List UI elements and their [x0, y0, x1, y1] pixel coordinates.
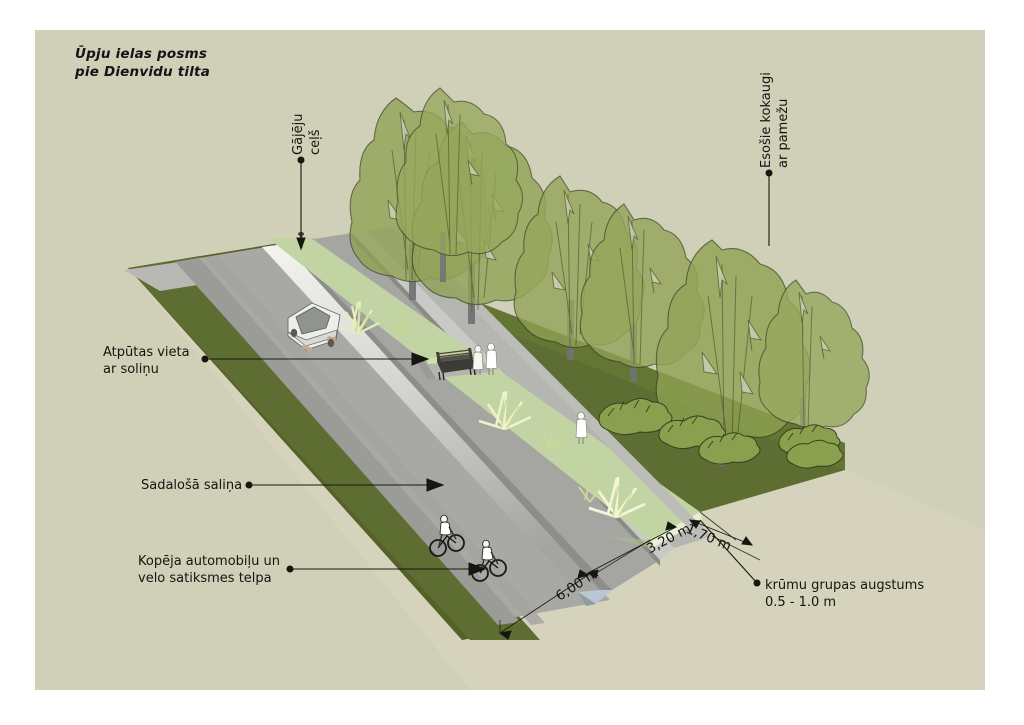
callout-median-island-line1: Sadalošā saliņa — [141, 478, 243, 493]
callout-pedestrian-path-line1: Gājēju — [291, 113, 306, 155]
car — [287, 302, 341, 352]
bench — [436, 348, 477, 381]
leader-lines — [201, 156, 773, 587]
grass-tuft — [578, 477, 603, 503]
page-title: Ūpju ielas posms pie Dienvidu tilta — [75, 45, 210, 81]
cyclist — [471, 539, 507, 582]
grass-tuft — [391, 313, 415, 334]
grass-tufts — [338, 300, 646, 519]
title-line-1: Ūpju ielas posms — [75, 46, 208, 62]
tree-row — [349, 87, 870, 466]
shrub-clumps — [598, 398, 844, 469]
callout-shrub-height-line1: krūmu grupas augstums — [765, 578, 925, 593]
callout-rest-area-line1: Atpūtas vieta — [103, 345, 190, 360]
cyclist — [429, 514, 465, 557]
grass-tuft — [478, 390, 532, 431]
title-line-2: pie Dienvidu tilta — [75, 64, 211, 81]
callout-median-island: Sadalošā saliņa — [141, 477, 242, 494]
shrub-clump — [598, 398, 673, 436]
shrub-clump — [786, 439, 844, 469]
tree — [758, 279, 870, 442]
pedestrian — [575, 411, 588, 444]
callout-shrub-height-line2: 0.5 - 1.0 m — [765, 595, 837, 611]
callout-pedestrian-path: Gājēju ceļš — [290, 113, 324, 155]
callout-shrub-height: krūmu grupas augstums 0.5 - 1.0 m — [765, 577, 924, 611]
callout-existing-trees: Esošie kokaugi ar pamežu — [758, 72, 792, 168]
cyclists — [429, 514, 507, 582]
callout-pedestrian-path-line2: ceļš — [308, 129, 324, 155]
pedestrian — [472, 345, 484, 375]
callout-existing-trees-line1: Esošie kokaugi — [759, 72, 774, 168]
callout-shared-space-line1: Kopēja automobiļu un — [138, 554, 280, 569]
grass-tuft — [588, 476, 646, 519]
carriageway — [175, 245, 610, 625]
shrub-clump — [698, 432, 761, 465]
callout-shared-space: Kopēja automobiļu un velo satiksmes telp… — [138, 553, 280, 587]
tree — [395, 87, 524, 282]
pedestrians — [472, 342, 588, 444]
callout-rest-area-line2: ar soliņu — [103, 362, 159, 378]
callout-shared-space-line2: velo satiksmes telpa — [138, 571, 272, 587]
pedestrian — [485, 342, 498, 375]
callout-rest-area: Atpūtas vieta ar soliņu — [103, 344, 190, 378]
dimension-lines — [498, 511, 761, 640]
grass-tuft — [338, 300, 380, 335]
callout-existing-trees-line2: ar pamežu — [776, 98, 792, 168]
grass-tuft — [542, 427, 569, 450]
